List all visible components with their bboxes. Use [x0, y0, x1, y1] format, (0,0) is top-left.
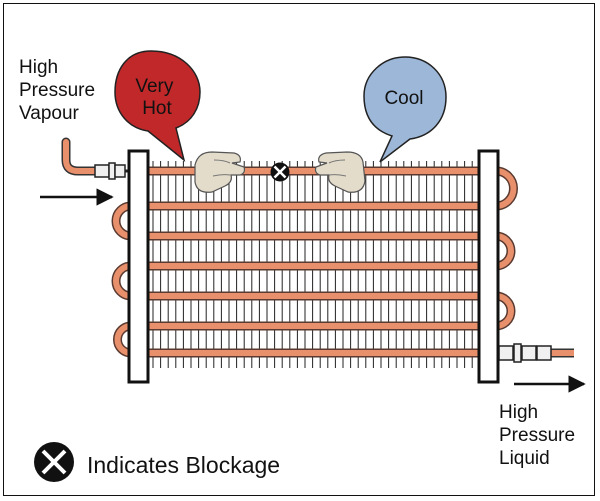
very-hot-bubble: Very Hot	[114, 50, 201, 162]
cool-label: Cool	[384, 88, 423, 109]
left-hand-icon	[194, 151, 246, 193]
inlet-label-line-3: Vapour	[19, 103, 79, 124]
inlet-label-line-2: Pressure	[19, 80, 96, 101]
inlet-pipe-fill	[63, 139, 99, 174]
cool-bubble: Cool	[363, 56, 447, 163]
return-bend-left-4	[113, 263, 132, 299]
right-end-plate	[477, 149, 500, 384]
outlet-label-line-1: High	[499, 402, 539, 423]
inlet-fitting	[94, 162, 130, 180]
left-end-plate	[127, 149, 150, 384]
return-bend-right-3	[495, 233, 514, 269]
inlet-label-line-1: High	[19, 57, 59, 78]
legend-label: Indicates Blockage	[87, 452, 281, 478]
outlet-label-line-3: Liquid	[499, 448, 550, 469]
very-hot-label: Very Hot	[135, 76, 178, 119]
blockage-marker-icon	[270, 162, 290, 182]
very-hot-line-1: Very	[135, 76, 174, 97]
outlet-label-line-2: Pressure	[499, 425, 576, 446]
return-bend-right-5	[495, 293, 514, 329]
outlet-label: High Pressure Liquid	[499, 401, 575, 470]
condenser-tubes	[111, 166, 518, 358]
right-hand-icon	[314, 151, 366, 193]
cool-line-1: Cool	[384, 88, 423, 109]
diagram-frame	[3, 3, 595, 496]
very-hot-line-2: Hot	[142, 98, 172, 119]
blockage-x-icon	[34, 442, 74, 482]
return-bend-right-1	[495, 168, 517, 209]
return-bend-left-6	[114, 323, 132, 356]
return-bend-left-2	[113, 203, 132, 239]
outlet-fitting	[490, 343, 574, 363]
inlet-label: High Pressure Vapour	[19, 56, 95, 125]
